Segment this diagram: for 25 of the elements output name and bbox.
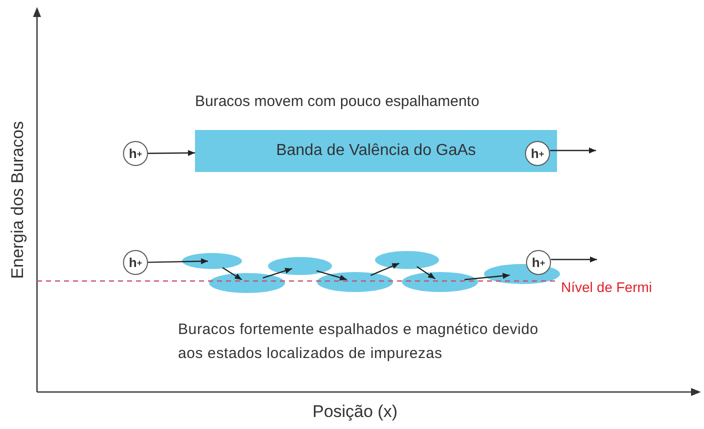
arrow bbox=[148, 150, 195, 156]
valence-band: Banda de Valência do GaAs h$^{+}$ bbox=[195, 130, 557, 172]
arrow bbox=[550, 148, 596, 154]
annotation-text: Buracos movem com pouco espalhamento bbox=[195, 93, 480, 110]
arrow bbox=[551, 256, 597, 262]
hole-symbol: h$^{+}$ bbox=[123, 141, 148, 166]
hole-symbol: h$^{+}$ bbox=[525, 141, 550, 166]
fermi-level-label: Nível de Fermi bbox=[561, 280, 652, 294]
arrow bbox=[148, 258, 208, 264]
arrow bbox=[464, 272, 510, 280]
axis-title: Energia dos Buracos bbox=[8, 120, 28, 281]
arrow bbox=[222, 267, 242, 280]
impurity-state-ellipse bbox=[317, 272, 393, 292]
arrow bbox=[316, 270, 347, 281]
impurity-state-ellipse bbox=[375, 251, 439, 269]
impurity-state-ellipse bbox=[182, 253, 242, 269]
impurity-state-ellipse bbox=[268, 257, 332, 275]
axis-title: Posição (x) bbox=[311, 402, 399, 422]
hole-symbol: h$^{+}$ bbox=[123, 250, 148, 275]
arrow bbox=[416, 266, 436, 280]
arrow bbox=[370, 262, 400, 276]
impurity-state-ellipse bbox=[209, 273, 285, 293]
hole-symbol: h$^{+}$ bbox=[526, 250, 551, 275]
arrow bbox=[262, 268, 292, 278]
annotation-text: Buracos fortemente espalhados e magnético devido aos estados localizados de impurezas bbox=[178, 320, 540, 364]
